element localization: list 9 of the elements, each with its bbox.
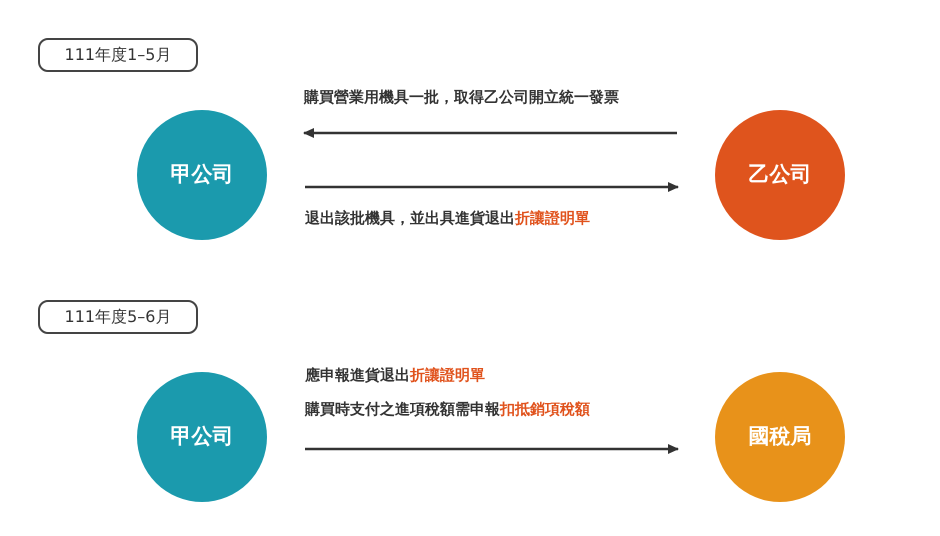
edge-label: 應申報進貨退出折讓證明單 (305, 365, 485, 386)
arrow (303, 128, 677, 138)
period-tag: 111年度1–5月 (38, 38, 198, 72)
period-tag: 111年度5–6月 (38, 300, 198, 334)
note-text: 購買時支付之進項稅額需申報扣抵銷項稅額 (305, 399, 590, 420)
edge-label: 退出該批機具，並出具進貨退出折讓證明單 (305, 208, 590, 229)
arrow (305, 444, 679, 454)
arrow (305, 182, 679, 192)
edge-label: 購買營業用機具一批，取得乙公司開立統一發票 (304, 87, 619, 108)
